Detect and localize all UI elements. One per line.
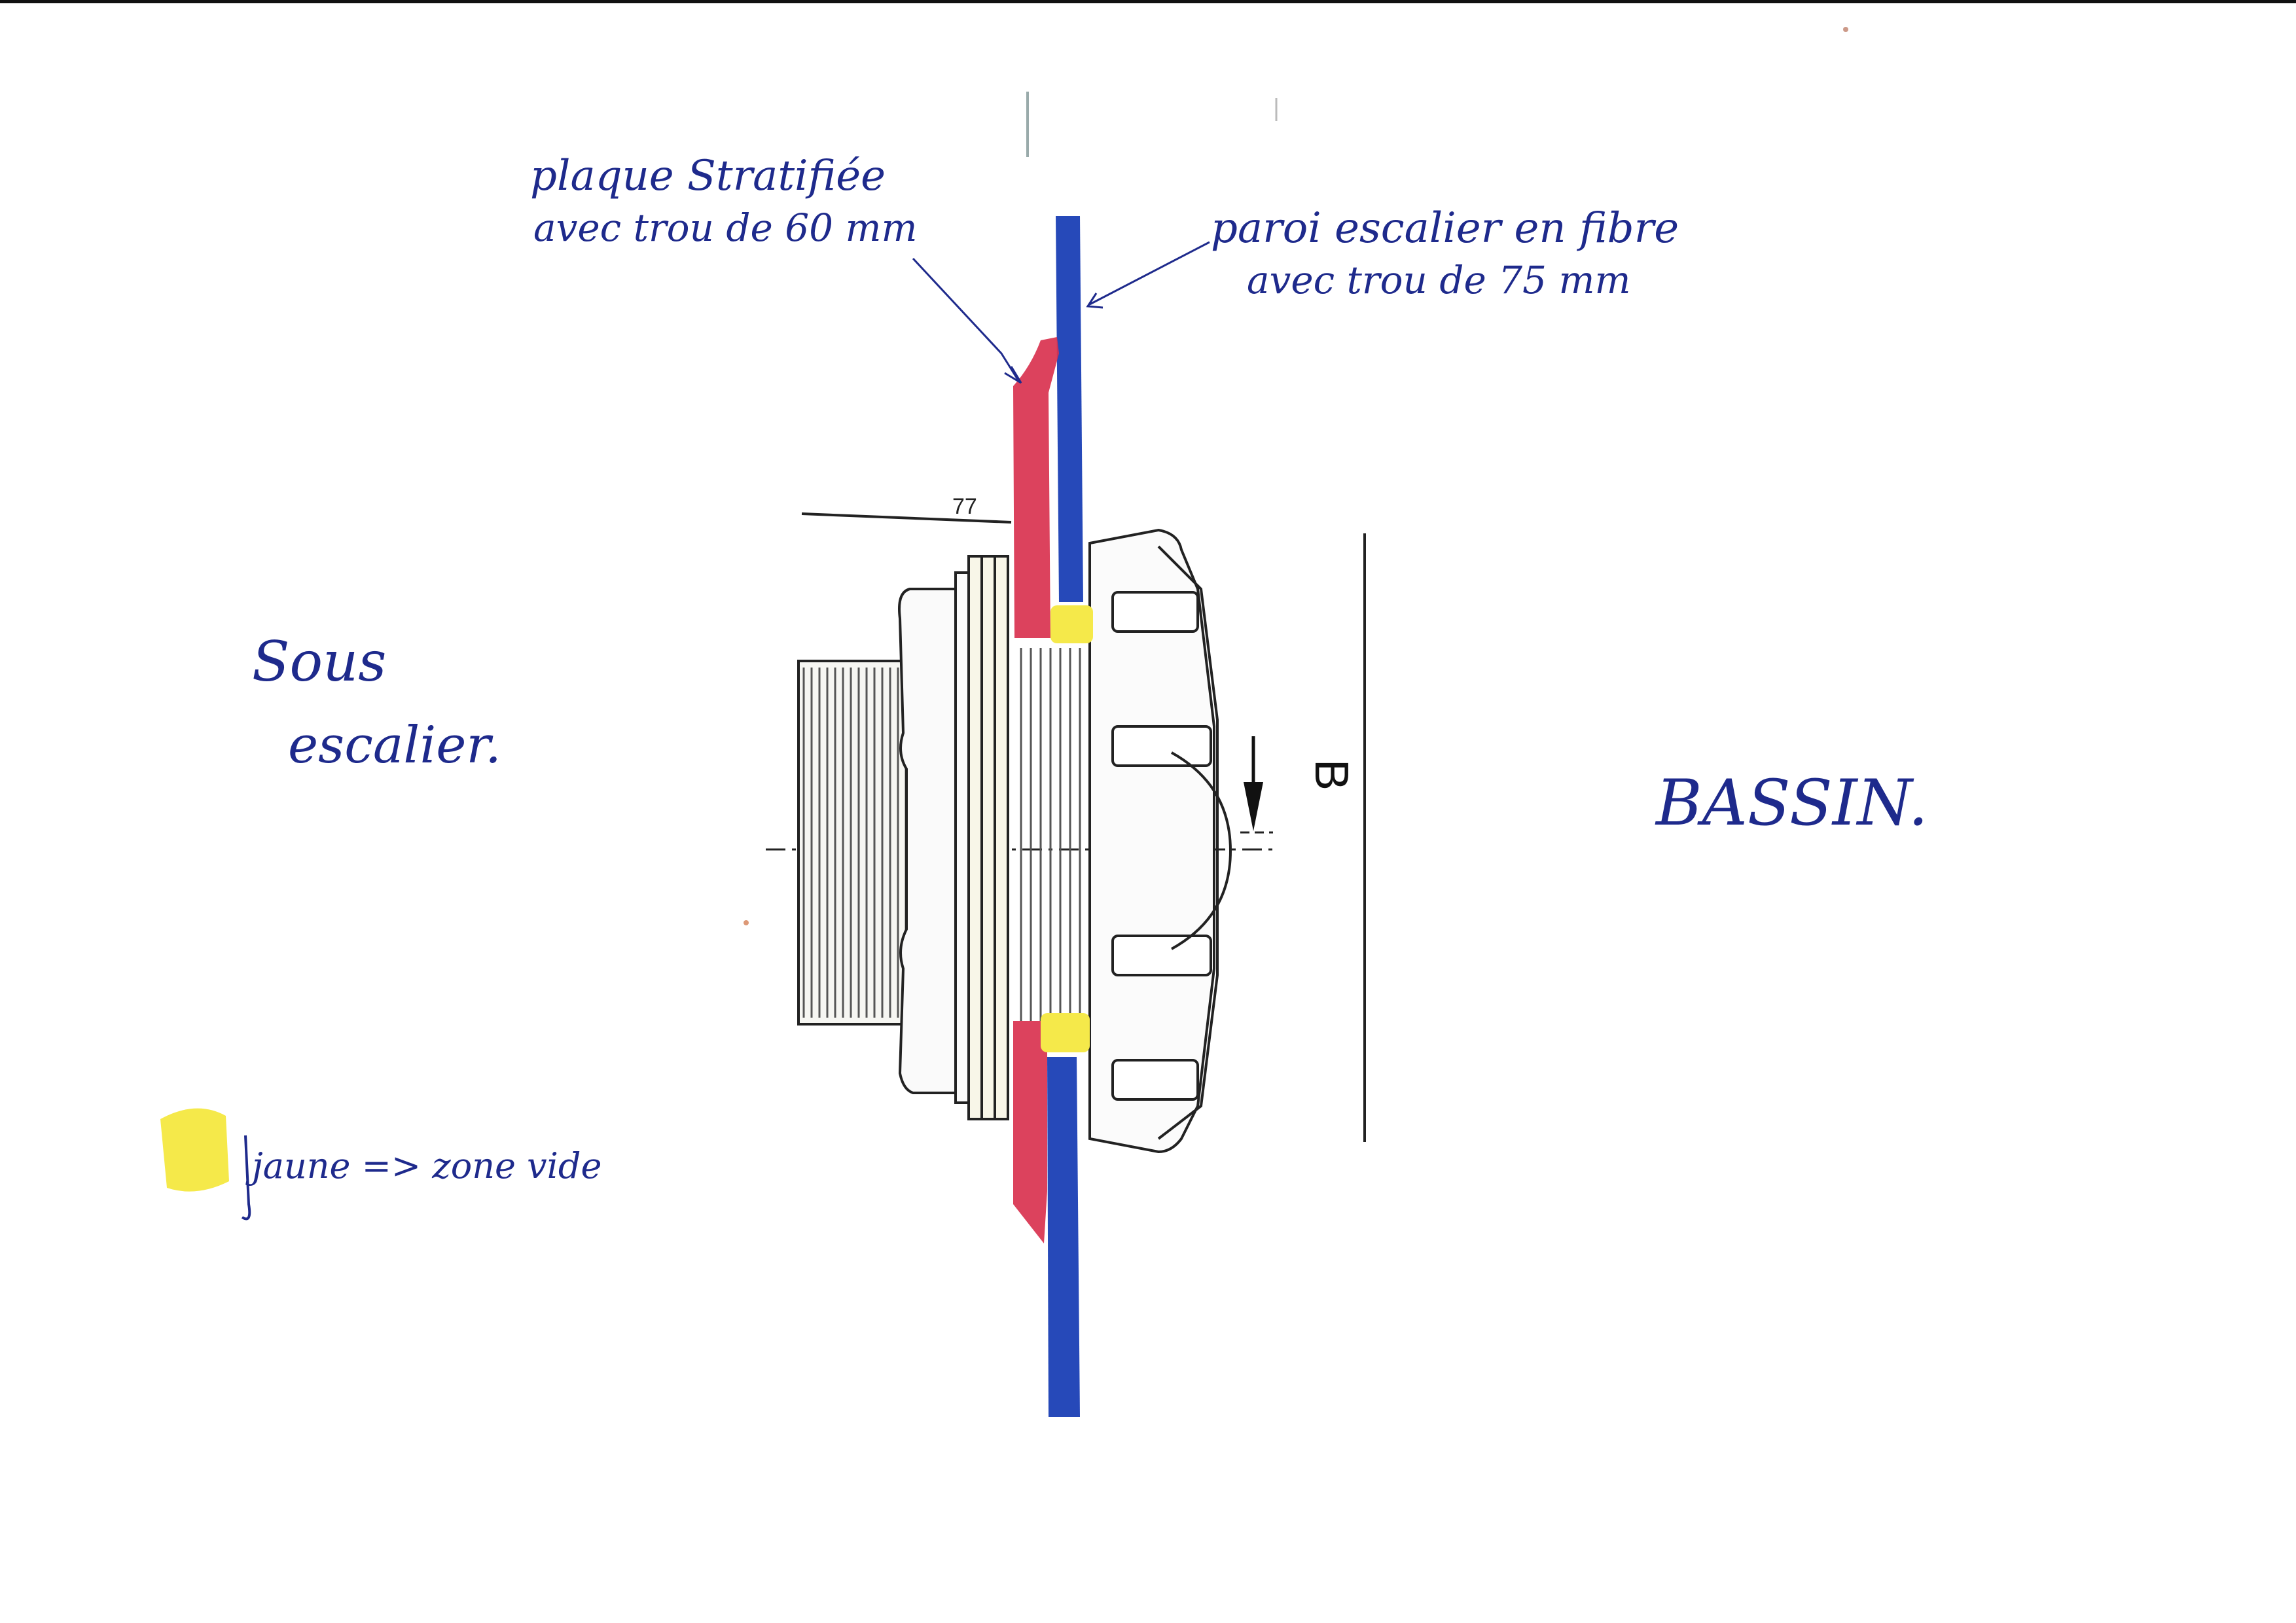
plate-label-line-1: plaque Stratifiée (530, 152, 886, 200)
plate-label-line-2: avec trou de 60 mm (533, 205, 917, 250)
nozzle-face (1157, 545, 1219, 1140)
wall-label-line-1: paroi escalier en fibre (1211, 204, 1679, 253)
flange-plate (967, 555, 1009, 1120)
red-plate-bottom (1013, 1021, 1047, 1243)
wall-label-line-2: avec trou de 75 mm (1247, 258, 1630, 302)
nozzle-eyeball (1171, 751, 1232, 950)
scan-speck-2 (744, 920, 749, 925)
scan-top-edge (0, 0, 2296, 3)
legend-bracket (241, 1135, 251, 1221)
dimension-label: 77 (952, 494, 977, 519)
blue-fiber-wall-bottom (1047, 1057, 1080, 1417)
blue-fiber-wall-top (1056, 216, 1083, 602)
wall-leader (1086, 241, 1210, 309)
legend-swatch-yellow (160, 1108, 229, 1192)
nozzle-rib-bottom (1111, 1059, 1199, 1101)
plate-leader (912, 257, 1022, 384)
yellow-void-top (1050, 605, 1093, 643)
right-side-label: BASSIN. (1655, 766, 1928, 840)
left-side-label-line-2: escalier. (288, 716, 501, 775)
nozzle-rib-lower (1111, 935, 1212, 976)
left-side-label-line-1: Sous (252, 630, 386, 694)
nozzle-rib-upper (1111, 725, 1212, 767)
scan-speck (1843, 27, 1848, 32)
section-label: B (1305, 759, 1357, 791)
fitting-drawing (766, 512, 1366, 1154)
lock-nut (898, 588, 957, 1094)
threaded-body (797, 660, 918, 1026)
inner-threads (1020, 648, 1081, 1021)
nozzle-body (1088, 528, 1215, 1154)
section-arrow (1244, 736, 1263, 831)
legend-text: jaune => zone vide (245, 1145, 601, 1186)
nozzle-rib-top (1111, 591, 1199, 633)
yellow-void-bottom (1041, 1013, 1090, 1052)
dimension-line (801, 512, 1012, 524)
red-plate-top (1013, 337, 1059, 638)
